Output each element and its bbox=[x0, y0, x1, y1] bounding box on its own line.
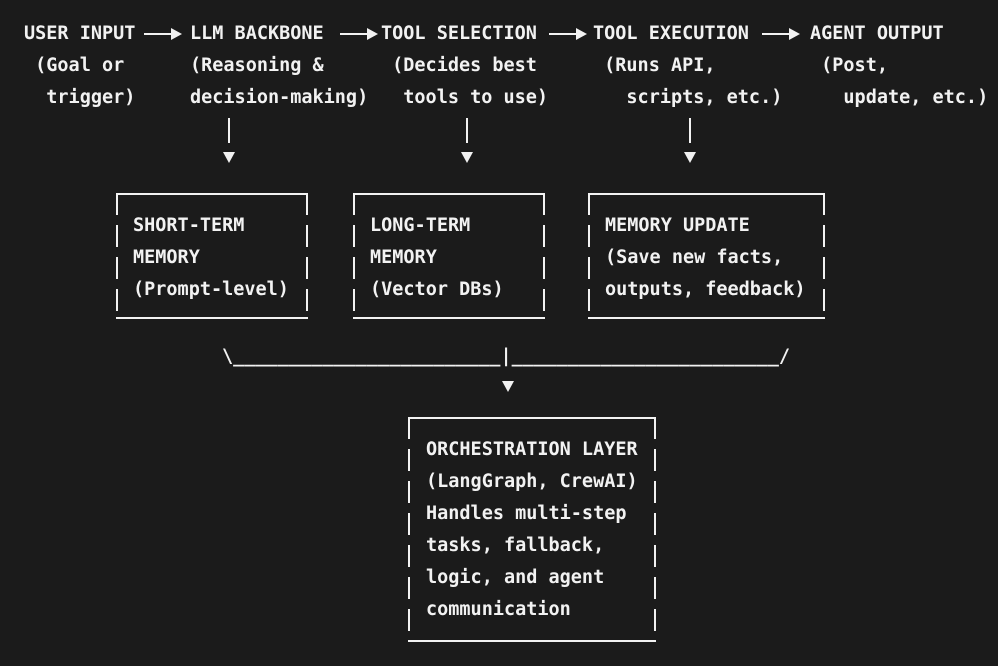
flow-stage-title: AGENT OUTPUT bbox=[810, 23, 944, 44]
merge-connector: \________________________|______________… bbox=[222, 346, 791, 367]
arrow-head bbox=[789, 28, 800, 40]
flow-arrow-icon bbox=[144, 28, 182, 40]
flow-stage-title: LLM BACKBONE bbox=[190, 23, 324, 44]
flow-stage-desc-1: (Post, bbox=[810, 55, 888, 76]
flow-stage-desc-1: (Runs API, bbox=[593, 55, 716, 76]
flow-stage-title: TOOL SELECTION bbox=[381, 23, 537, 44]
flow-stage-desc-2: tools to use) bbox=[381, 87, 549, 108]
flow-stage-tool-execution: TOOL EXECUTION (Runs API, scripts, etc.) bbox=[593, 18, 782, 114]
long-term-memory-box: LONG-TERM MEMORY (Vector DBs) bbox=[353, 193, 545, 319]
box-desc: (Prompt-level) bbox=[133, 279, 289, 300]
box-title-2: MEMORY bbox=[370, 247, 437, 268]
flow-stage-user-input: USER INPUT (Goal or trigger) bbox=[24, 18, 135, 114]
flow-stage-desc-1: (Goal or bbox=[24, 55, 125, 76]
drop-connector-line bbox=[228, 118, 230, 143]
flow-stage-desc-2: trigger) bbox=[24, 87, 136, 108]
box-title: SHORT-TERM bbox=[133, 215, 245, 236]
flow-stage-desc-2: scripts, etc.) bbox=[593, 87, 783, 108]
flow-stage-desc-1: (Decides best bbox=[381, 55, 537, 76]
drop-connector-line bbox=[689, 118, 691, 143]
memory-update-box: MEMORY UPDATE (Save new facts, outputs, … bbox=[588, 193, 825, 319]
box-title: ORCHESTRATION LAYER bbox=[426, 439, 638, 460]
orchestration-layer-box: ORCHESTRATION LAYER (LangGraph, CrewAI) … bbox=[408, 417, 656, 642]
flow-stage-title: USER INPUT bbox=[24, 23, 136, 44]
arrow-head bbox=[576, 28, 587, 40]
box-desc: (LangGraph, CrewAI) bbox=[426, 471, 638, 492]
box-title: LONG-TERM bbox=[370, 215, 471, 236]
box-title: MEMORY UPDATE bbox=[605, 215, 750, 236]
box-desc: (Vector DBs) bbox=[370, 279, 504, 300]
flow-arrow-icon bbox=[762, 28, 800, 40]
arrow-shaft bbox=[144, 33, 171, 35]
flow-arrow-icon bbox=[549, 28, 587, 40]
arrow-shaft bbox=[340, 33, 367, 35]
short-term-memory-box: SHORT-TERM MEMORY (Prompt-level) bbox=[116, 193, 308, 319]
box-title-2: MEMORY bbox=[133, 247, 200, 268]
arrow-down-icon bbox=[461, 152, 473, 163]
flow-stage-tool-selection: TOOL SELECTION (Decides best tools to us… bbox=[381, 18, 548, 114]
box-desc-2: Handles multi-step bbox=[426, 503, 627, 524]
flow-arrow-icon bbox=[340, 28, 378, 40]
flow-stage-desc-1: (Reasoning & bbox=[190, 55, 324, 76]
flow-stage-desc-2: decision-making) bbox=[190, 87, 369, 108]
drop-connector-line bbox=[466, 118, 468, 143]
box-desc-5: communication bbox=[426, 599, 571, 620]
flow-stage-agent-output: AGENT OUTPUT (Post, update, etc.) bbox=[810, 18, 988, 114]
box-desc: (Save new facts, bbox=[605, 247, 784, 268]
flow-stage-llm-backbone: LLM BACKBONE (Reasoning & decision-makin… bbox=[190, 18, 368, 114]
box-desc-4: logic, and agent bbox=[426, 567, 605, 588]
flow-stage-desc-2: update, etc.) bbox=[810, 87, 989, 108]
arrow-shaft bbox=[549, 33, 576, 35]
arrow-head bbox=[367, 28, 378, 40]
box-desc-3: tasks, fallback, bbox=[426, 535, 605, 556]
box-desc-2: outputs, feedback) bbox=[605, 279, 806, 300]
arrow-down-icon bbox=[684, 152, 696, 163]
arrow-down-icon bbox=[502, 381, 514, 392]
arrow-down-icon bbox=[223, 152, 235, 163]
arrow-shaft bbox=[762, 33, 789, 35]
flow-stage-title: TOOL EXECUTION bbox=[593, 23, 749, 44]
arrow-head bbox=[171, 28, 182, 40]
